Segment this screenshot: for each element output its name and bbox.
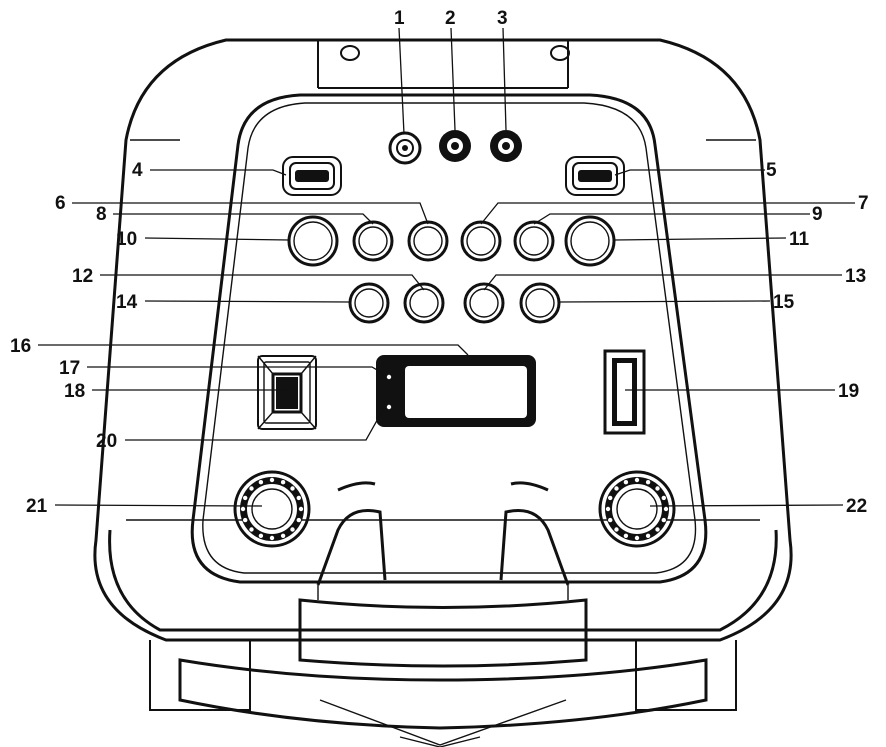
callout-17: 17	[59, 358, 80, 379]
callout-3: 3	[497, 8, 508, 29]
button-11	[564, 215, 616, 267]
knob-grip-dot	[608, 495, 613, 501]
knob-grip-dot	[298, 506, 304, 512]
knob-grip-dot	[645, 480, 651, 485]
button-6	[407, 220, 449, 262]
button-10	[287, 215, 339, 267]
knob-grip-dot	[296, 517, 301, 523]
knob-grip-dot	[623, 480, 629, 485]
callout-22: 22	[846, 496, 867, 517]
button-9	[513, 220, 555, 262]
indicator-20	[386, 404, 392, 410]
button-8	[352, 220, 394, 262]
callout-16: 16	[10, 336, 31, 357]
knob-grip-dot	[258, 533, 264, 538]
callout-12: 12	[72, 266, 93, 287]
callout-14: 14	[116, 292, 138, 313]
callout-19: 19	[838, 381, 859, 402]
callout-13: 13	[845, 266, 866, 287]
knob-grip-dot	[655, 527, 660, 532]
knob-grip-dot	[634, 535, 640, 541]
knob-grip-ticks	[240, 477, 669, 541]
callout-labels: 1 2 3 4 5 6 7 8 9 10 11 12 13 14 15 16 1…	[10, 8, 869, 517]
callout-2: 2	[445, 8, 456, 29]
jack-3	[490, 130, 522, 162]
knob-22	[598, 470, 676, 548]
knob-grip-dot	[249, 486, 254, 491]
knob-grip-dot	[296, 495, 301, 501]
button-15	[519, 282, 561, 324]
callout-5: 5	[766, 160, 777, 181]
button-7	[460, 220, 502, 262]
jack-1	[388, 131, 422, 165]
knob-grip-dot	[280, 533, 286, 538]
knob-grip-dot	[269, 535, 275, 541]
knob-grip-dot	[605, 506, 611, 512]
knob-grip-dot	[634, 477, 640, 483]
usb-port-4	[282, 156, 342, 196]
knob-grip-dot	[240, 506, 246, 512]
callout-4: 4	[132, 160, 143, 181]
callout-7: 7	[858, 193, 869, 214]
jack-2	[439, 130, 471, 162]
knob-grip-dot	[243, 495, 248, 501]
callout-10: 10	[116, 229, 137, 250]
knob-grip-dot	[645, 533, 651, 538]
speaker-body	[93, 38, 793, 747]
leader-lines	[38, 27, 855, 507]
display-16	[376, 355, 536, 427]
knob-21	[233, 470, 311, 548]
callout-11: 11	[789, 229, 810, 250]
knob-grip-dot	[249, 527, 254, 532]
indicator-17	[386, 374, 392, 380]
knob-grip-dot	[243, 517, 248, 523]
knob-grip-dot	[290, 527, 295, 532]
knob-grip-dot	[614, 527, 619, 532]
knob-grip-dot	[623, 533, 629, 538]
knob-grip-dot	[269, 477, 275, 483]
callout-1: 1	[394, 8, 405, 29]
knob-grip-dot	[608, 517, 613, 523]
callout-21: 21	[26, 496, 48, 517]
slot-19	[603, 349, 646, 435]
slot-18	[257, 355, 317, 430]
button-14	[348, 282, 390, 324]
carry-handle	[298, 481, 588, 668]
callout-8: 8	[96, 204, 107, 225]
knob-grip-dot	[258, 480, 264, 485]
callout-6: 6	[55, 193, 66, 214]
callout-15: 15	[773, 292, 795, 313]
knob-grip-dot	[661, 495, 666, 501]
knob-grip-dot	[655, 486, 660, 491]
callout-20: 20	[96, 431, 117, 452]
knob-grip-dot	[663, 506, 669, 512]
usb-port-5	[565, 156, 625, 196]
callout-18: 18	[64, 381, 85, 402]
control-panel	[190, 93, 708, 584]
knob-grip-dot	[280, 480, 286, 485]
knob-grip-dot	[290, 486, 295, 491]
callout-9: 9	[812, 204, 823, 225]
knob-grip-dot	[614, 486, 619, 491]
knob-grip-dot	[661, 517, 666, 523]
